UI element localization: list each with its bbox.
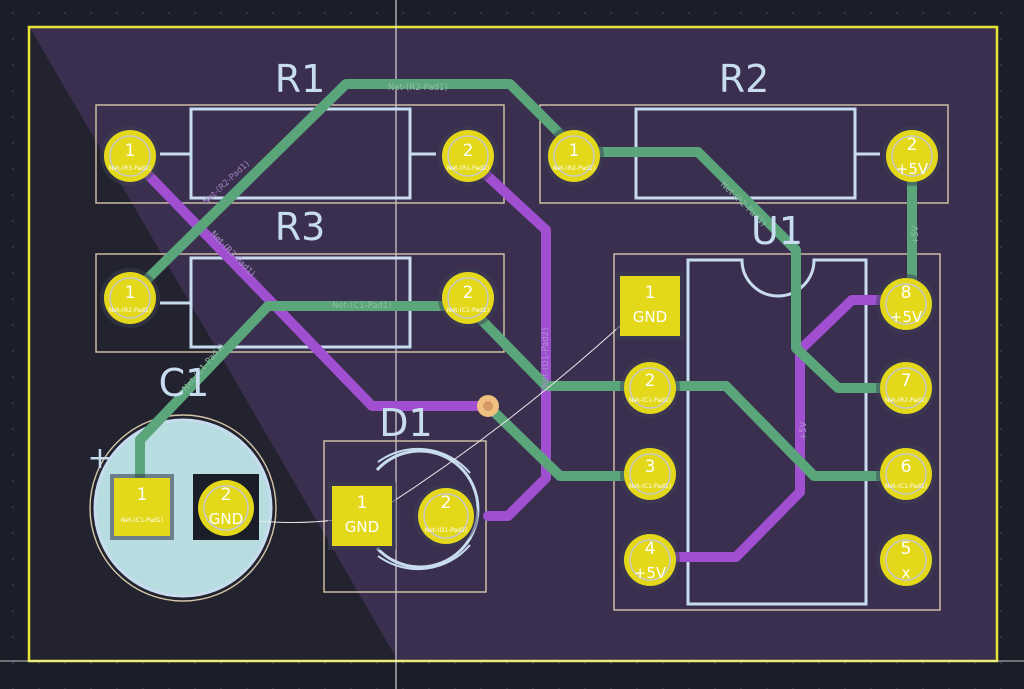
pad-net: Net-(C1-Pad1)	[629, 397, 671, 404]
pad-net: Net-(C1-Pad1)	[121, 517, 163, 524]
pad-number: 1	[357, 493, 368, 513]
c1-courtyard	[89, 414, 277, 602]
pad-number: 2	[463, 141, 474, 161]
pad-number: 2	[463, 283, 474, 303]
pad-r3-1[interactable]: 1 Net-(R2-Pad1)	[100, 268, 160, 328]
courtyards	[89, 104, 949, 611]
r1-courtyard	[95, 104, 505, 204]
pad-r1-2[interactable]: 2 Net-(R1-Pad2)	[438, 126, 498, 186]
ref-r3: R3	[275, 205, 326, 249]
ref-designators: R1 R2 R3 U1 C1 D1 +	[87, 57, 803, 476]
ratsnest	[225, 301, 647, 523]
pad-number: 2	[441, 493, 452, 513]
pad-r2-2[interactable]: 2 +5V	[882, 126, 942, 186]
pad-net: Net-(R3-Pad1)	[109, 165, 151, 172]
pad-r2-1[interactable]: 1 Net-(R2-Pad1)	[544, 126, 604, 186]
pad-u1-3[interactable]: 3 Net-(C1-Pad1)	[620, 444, 680, 504]
d1-arc-top	[377, 447, 471, 474]
track-label: Net-(C1-Pad1)	[332, 301, 392, 311]
pad-number: 1	[645, 283, 656, 303]
ref-d1: D1	[379, 401, 432, 445]
pad-net: Net-(R2-Pad1)	[885, 397, 927, 404]
back-copper-layer	[125, 151, 911, 562]
pad-number: 2	[907, 135, 918, 155]
track-f-r2pad1-b	[573, 147, 911, 393]
pad-net: Net-(C1-Pad1)	[447, 307, 489, 314]
pad-number: 5	[901, 539, 912, 559]
pad-u1-4[interactable]: 4 +5V	[620, 530, 680, 590]
track-f-c1pad1-b	[463, 301, 911, 481]
pad-number: 7	[901, 371, 912, 391]
track-b-5v	[645, 295, 911, 562]
d1-arc-bottom	[377, 544, 471, 571]
u1-body-outline	[686, 258, 868, 606]
pad-u1-5[interactable]: 5 x	[876, 530, 936, 590]
pad-c1-2[interactable]: 2 GND	[193, 474, 259, 540]
pad-net: x	[902, 564, 911, 582]
pad-number: 8	[901, 283, 912, 303]
c1-polarity-mark: +	[87, 441, 112, 476]
pad-number: 1	[137, 485, 148, 505]
pad-number: 2	[221, 485, 232, 505]
pad-net: Net-(R1-Pad2)	[447, 165, 489, 172]
pad-net: GND	[345, 518, 379, 536]
pad-net: +5V	[890, 308, 923, 326]
track-label: +5V	[799, 421, 809, 440]
pad-net: Net-(D1-Pad2)	[425, 527, 468, 534]
track-b-r3pad1	[125, 151, 493, 411]
ref-r1: R1	[275, 57, 326, 101]
ref-u1: U1	[751, 209, 803, 253]
pads-layer: 1 Net-(R3-Pad1) 2 Net-(R1-Pad2) 1 Net-(R…	[100, 126, 942, 590]
pad-d1-2[interactable]: 2 Net-(D1-Pad2)	[414, 484, 478, 548]
track-label: Net-(D1-Pad2)	[541, 328, 551, 388]
d1-body-outline	[375, 449, 480, 569]
pad-number: 3	[645, 457, 656, 477]
pad-number: 2	[645, 371, 656, 391]
pad-number: 4	[645, 539, 656, 559]
pad-u1-1[interactable]: 1 GND	[616, 272, 684, 340]
r3-courtyard	[95, 253, 505, 353]
pad-net: Net-(C1-Pad1)	[885, 483, 927, 490]
pad-net: +5V	[896, 160, 929, 178]
ref-r2: R2	[719, 57, 770, 101]
pad-net: +5V	[634, 564, 667, 582]
via[interactable]	[477, 395, 499, 417]
pad-number: 1	[125, 141, 136, 161]
pad-net: Net-(R2-Pad1)	[109, 307, 151, 314]
ref-c1: C1	[159, 361, 210, 405]
pad-c1-1[interactable]: 1 Net-(C1-Pad1)	[110, 474, 174, 540]
u1-courtyard	[613, 253, 941, 611]
pad-net: GND	[209, 510, 243, 528]
pad-u1-7[interactable]: 7 Net-(R2-Pad1)	[876, 358, 936, 418]
pad-net: Net-(C1-Pad1)	[629, 483, 671, 490]
board-fill	[30, 28, 997, 661]
track-f-c1pad1-a	[135, 301, 473, 501]
pad-number: 1	[125, 283, 136, 303]
via-hole	[483, 401, 493, 411]
pad-r1-1[interactable]: 1 Net-(R3-Pad1)	[100, 126, 160, 186]
track-label: +5V	[911, 225, 921, 244]
pad-u1-2[interactable]: 2 Net-(C1-Pad1)	[620, 358, 680, 418]
pad-d1-1[interactable]: 1 GND	[328, 482, 396, 550]
pad-u1-6[interactable]: 6 Net-(C1-Pad1)	[876, 444, 936, 504]
pad-u1-8[interactable]: 8 +5V	[876, 274, 936, 334]
track-f-c1pad1-c	[483, 401, 655, 481]
track-b-d1pad2	[463, 153, 551, 521]
pad-net: Net-(R2-Pad1)	[553, 165, 595, 172]
pad-net: GND	[633, 308, 667, 326]
pad-number: 1	[569, 141, 580, 161]
track-label: Net-(R2-Pad1)	[388, 83, 448, 93]
ratsnest-gnd	[225, 301, 647, 523]
pad-r3-2[interactable]: 2 Net-(C1-Pad1)	[438, 268, 498, 328]
pad-number: 6	[901, 457, 912, 477]
